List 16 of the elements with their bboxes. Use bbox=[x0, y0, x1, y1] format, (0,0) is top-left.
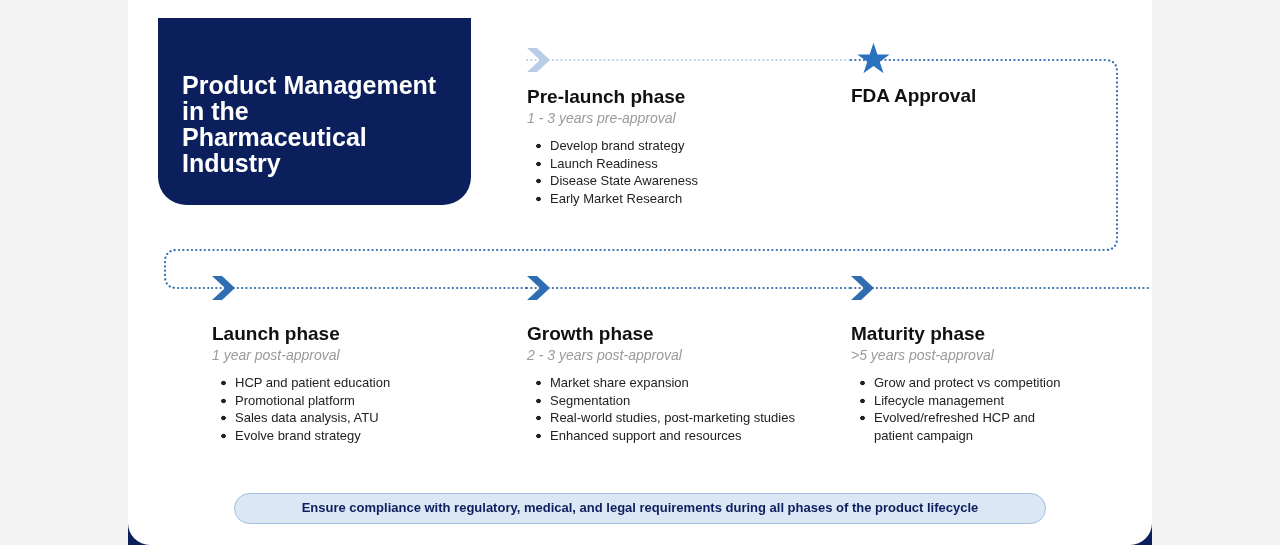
heading-text: Growth phase bbox=[527, 323, 654, 345]
compliance-banner: Ensure compliance with regulatory, medical, and legal requirements during all phases of the product lifecycle bbox=[234, 493, 1046, 524]
duration-text: 1 year post-approval bbox=[212, 346, 340, 365]
heading-text: Launch phase bbox=[212, 323, 340, 345]
heading-text: FDA Approval bbox=[851, 85, 977, 107]
title-banner: Product Management in the Pharmaceutical Industry bbox=[158, 18, 471, 205]
dotted-connector bbox=[210, 276, 550, 300]
dotted-connector bbox=[525, 276, 874, 300]
duration-text: 1 - 3 years pre-approval bbox=[527, 109, 676, 128]
dotted-connector bbox=[849, 286, 1152, 290]
dotted-connector bbox=[525, 58, 853, 62]
duration-text: 2 - 3 years post-approval bbox=[527, 346, 682, 365]
duration-text: >5 years post-approval bbox=[851, 346, 994, 365]
heading-text: Pre-launch phase bbox=[527, 86, 686, 108]
dotted-connector bbox=[163, 58, 1119, 300]
heading-text: Maturity phase bbox=[851, 323, 986, 345]
